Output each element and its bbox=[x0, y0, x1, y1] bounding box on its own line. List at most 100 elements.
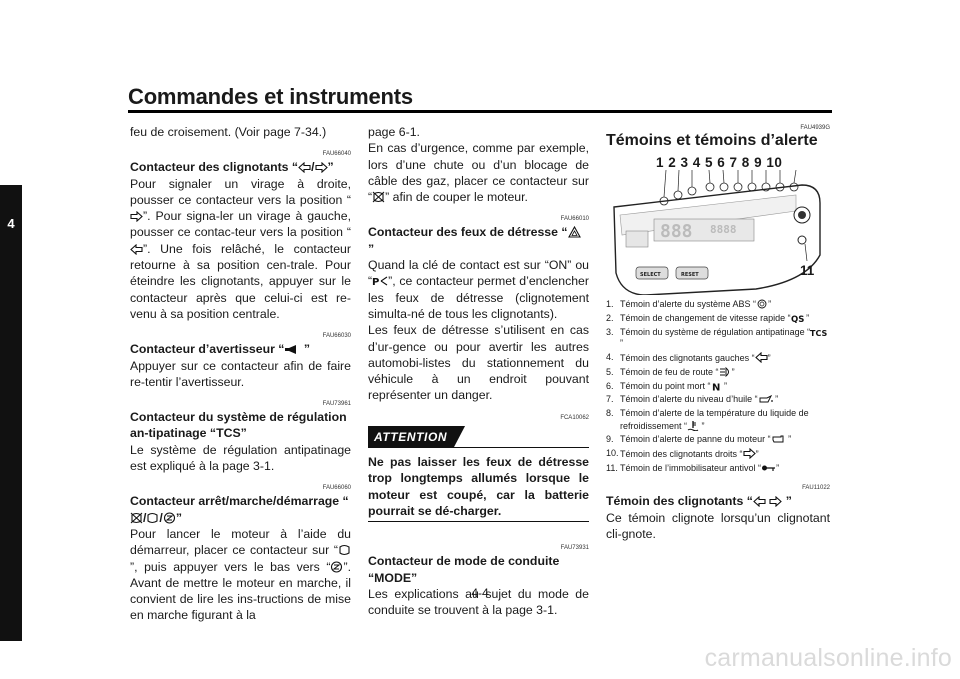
legend-number: 9. bbox=[606, 434, 614, 445]
mode-code: FAU73931 bbox=[560, 545, 589, 552]
text-run: ”. Une fois relâché, le contacteur retou… bbox=[130, 241, 351, 321]
title-text-end: ” bbox=[327, 160, 334, 175]
title-separator: / bbox=[311, 160, 315, 175]
engine-run-icon bbox=[338, 542, 351, 558]
tcs-icon: TCS bbox=[810, 327, 827, 338]
legend-item: 5. Témoin de feu de route “ ” bbox=[606, 366, 830, 378]
legend-text: Témoin du point mort “N ” bbox=[620, 381, 830, 392]
title-text: Contacteur arrêt/marche/démarrage “ bbox=[130, 494, 349, 509]
mode-body: Les explications au sujet du mode de con… bbox=[368, 586, 589, 618]
qs-icon: QS bbox=[791, 313, 804, 324]
engine-run-icon bbox=[146, 510, 159, 526]
legend-number: 10. bbox=[606, 448, 619, 459]
legend-item: 1. Témoin d’alerte du système ABS “” bbox=[606, 299, 830, 310]
column-1: feu de croisement. (Voir page 7-34.) FAU… bbox=[130, 124, 351, 624]
text-run: Témoin du point mort “ bbox=[620, 380, 711, 391]
right-arrow-icon bbox=[314, 159, 328, 175]
section-body: Le système de régulation antipatinage es… bbox=[130, 442, 351, 475]
attention-label: ATTENTION bbox=[368, 425, 466, 449]
legend-number: 2. bbox=[606, 313, 614, 324]
text-run: Pour lancer le moteur à l’aide du démarr… bbox=[130, 526, 351, 558]
title-text: Contacteur du système de régulation an-t… bbox=[130, 410, 347, 441]
text-run: ”. Avant de mettre le moteur en marche, … bbox=[130, 559, 351, 623]
legend-number: 1. bbox=[606, 299, 614, 310]
text-run: ” bbox=[772, 394, 779, 405]
high-beam-icon bbox=[719, 366, 732, 378]
select-button-label: SELECT bbox=[640, 272, 661, 278]
legend-number: 7. bbox=[606, 394, 614, 405]
section-body: Quand la clé de contact est sur “ON” ou … bbox=[368, 257, 589, 404]
legend-number: 11. bbox=[606, 463, 618, 474]
text-run: ” bbox=[620, 338, 623, 349]
text-run: ”. Pour signa-ler un virage à gauche, po… bbox=[130, 209, 351, 240]
abs-icon bbox=[756, 299, 768, 310]
legend-item: 7. Témoin d’alerte du niveau d’huile “ ” bbox=[606, 394, 830, 405]
legend-text: Témoin d’alerte du niveau d’huile “ ” bbox=[620, 394, 830, 405]
text-run: ” bbox=[731, 366, 735, 377]
engine-icon bbox=[771, 434, 786, 445]
section-heading: Contacteur du système de régulation an-t… bbox=[130, 409, 351, 442]
text-run: ” bbox=[768, 299, 772, 310]
legend-text: Témoin de feu de route “ ” bbox=[620, 366, 830, 378]
section-heading: Contacteur d’avertisseur “ ” bbox=[130, 341, 351, 357]
legend-text: Témoin des clignotants gauches “” bbox=[620, 352, 830, 364]
legend-text: Témoin d’alerte de la température du liq… bbox=[620, 408, 830, 432]
text-run: ” bbox=[785, 434, 792, 445]
title-text: Contacteur des feux de détresse “ bbox=[368, 225, 568, 240]
reset-button-label: RESET bbox=[681, 272, 699, 278]
page-number: 4-4 bbox=[471, 586, 489, 600]
column-3: FAU4939G Témoins et témoins d’alerte 1 2… bbox=[606, 124, 830, 542]
text-run: ” bbox=[755, 449, 759, 460]
text-run: ” afin de couper le moteur. bbox=[385, 190, 528, 205]
section-body: Pour signaler un virage à droite, pousse… bbox=[130, 176, 351, 323]
left-arrow-icon bbox=[753, 493, 766, 509]
title-text: Témoin des clignotants “ bbox=[606, 494, 753, 509]
left-arrow-icon bbox=[298, 159, 311, 175]
title-text-end: ” bbox=[175, 510, 182, 525]
warning-lights-title: Témoins et témoins d’alerte bbox=[606, 132, 818, 149]
legend-text: Témoin de changement de vitesse rapide “… bbox=[620, 313, 830, 324]
turn-indicator-heading: Témoin des clignotants “ ” bbox=[606, 493, 830, 509]
right-arrow-icon bbox=[743, 448, 756, 460]
legend-item: 3.Témoin du système de régulation antipa… bbox=[606, 327, 830, 350]
legend-number: 5. bbox=[606, 366, 614, 377]
legend-text: Témoin des clignotants droits “ ” bbox=[620, 448, 830, 460]
intro-text: feu de croisement. (Voir page 7-34.) bbox=[130, 125, 327, 139]
text-run: En cas d’urgence, comme par exemple, lor… bbox=[368, 141, 589, 205]
header-rule bbox=[128, 110, 832, 113]
turn-indicator-code: FAU11022 bbox=[802, 485, 830, 492]
coolant-icon bbox=[687, 420, 699, 432]
svg-text:888: 888 bbox=[660, 221, 693, 242]
immobilizer-icon bbox=[761, 463, 776, 474]
hazard-icon bbox=[567, 224, 581, 240]
turn-indicator-body: Ce témoin clignote lorsqu’un clignotant … bbox=[606, 510, 830, 542]
legend-text: Témoin d’alerte du système ABS “” bbox=[620, 299, 830, 310]
dashboard-illustration: 1 2 3 4 5 6 7 8 9 10 888 8888 bbox=[606, 155, 830, 296]
legend-number: 6. bbox=[606, 380, 614, 391]
legend-text: Témoin de l’immobilisateur antivol “” bbox=[620, 463, 830, 474]
text-run: Témoin d’alerte de la température du liq… bbox=[620, 408, 809, 431]
warning-lights-legend: 1. Témoin d’alerte du système ABS “” 2. Tém… bbox=[606, 299, 830, 474]
chapter-number: 4 bbox=[7, 216, 15, 231]
text-run: page 6-1. bbox=[368, 125, 420, 139]
attention-text: Ne pas laisser les feux de détresse trop… bbox=[368, 455, 589, 518]
text-run: Quand la clé de contact est sur “ON” ou … bbox=[368, 258, 589, 289]
svg-text:8888: 8888 bbox=[710, 223, 737, 236]
text-run: Témoin des clignotants droits “ bbox=[620, 449, 743, 460]
text-run: Les feux de détresse s’utilisent en cas … bbox=[368, 323, 589, 403]
legend-item: 11.Témoin de l’immobilisateur antivol “” bbox=[606, 463, 830, 474]
text-run: Témoin du système de régulation antipati… bbox=[620, 326, 811, 337]
section-heading: Contacteur arrêt/marche/démarrage “//” bbox=[130, 493, 351, 526]
horn-icon bbox=[284, 341, 300, 357]
svg-text:TCS: TCS bbox=[810, 329, 827, 337]
attention-box: ATTENTION Ne pas laisser les feux de dét… bbox=[368, 425, 589, 523]
text-run: Pour signaler un virage à droite, pousse… bbox=[130, 176, 351, 207]
text-run: Témoin de feu de route “ bbox=[620, 366, 719, 377]
text-run: ” bbox=[776, 463, 780, 474]
engine-stop-icon bbox=[372, 189, 385, 205]
legend-number: 4. bbox=[606, 352, 614, 363]
